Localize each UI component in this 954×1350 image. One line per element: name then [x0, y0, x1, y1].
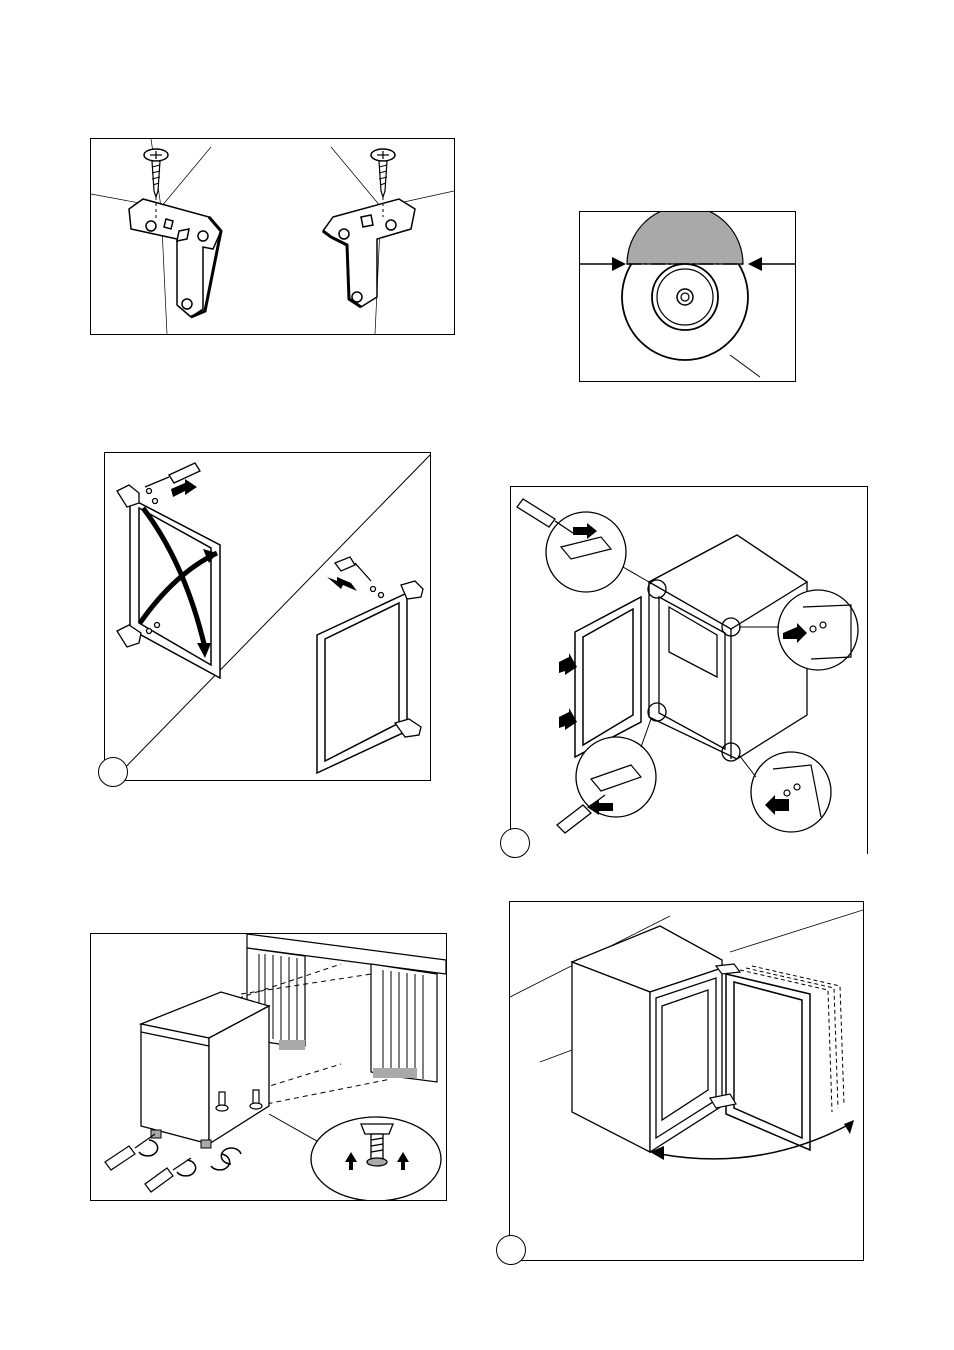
- arrow-icon: [327, 577, 357, 591]
- step-number: [98, 757, 128, 787]
- arrow-right-icon: [580, 257, 626, 271]
- seal-gauge-figure: [579, 211, 796, 382]
- door-hinge-swap-figure: [104, 452, 431, 781]
- door-opening-drawing: [510, 909, 863, 1160]
- arrow-icon: [171, 479, 197, 497]
- screw-icon: [370, 148, 396, 217]
- arrow-left-icon: [748, 257, 795, 271]
- arrow-icon: [138, 1139, 242, 1177]
- door-opening-figure: [509, 901, 864, 1261]
- arrow-icon: [559, 523, 807, 815]
- screwdriver-icon: [333, 556, 385, 599]
- arrow-icon: [203, 549, 217, 563]
- arrow-up-icon: [345, 1152, 409, 1170]
- curved-arrow-icon: [659, 1123, 851, 1160]
- hinge-bracket-figure: [90, 138, 455, 335]
- foot-icon: [215, 1089, 263, 1112]
- screwdriver-icon: [516, 498, 606, 834]
- step-number: [500, 828, 530, 858]
- step-number: [496, 1235, 526, 1265]
- bracket-icon: [128, 198, 223, 319]
- arrow-icon: [650, 1146, 664, 1160]
- bracket-icon: [321, 198, 416, 309]
- arrow-icon: [197, 643, 211, 658]
- door-reversal-figure: [510, 486, 868, 854]
- screw-icon: [143, 148, 169, 219]
- screwdriver-icon: [104, 1133, 192, 1193]
- door-reversal-drawing: [516, 498, 859, 834]
- seal-gauge-drawing: [580, 212, 795, 378]
- door-hinge-swap-drawing: [112, 454, 430, 780]
- cabinet-installation-drawing: [104, 934, 446, 1200]
- cabinet-installation-figure: [90, 933, 447, 1201]
- arrow-icon: [844, 1120, 854, 1134]
- hinge-bracket-drawing: [91, 139, 454, 334]
- screwdriver-icon: [144, 462, 201, 635]
- foot-icon: [360, 1123, 394, 1167]
